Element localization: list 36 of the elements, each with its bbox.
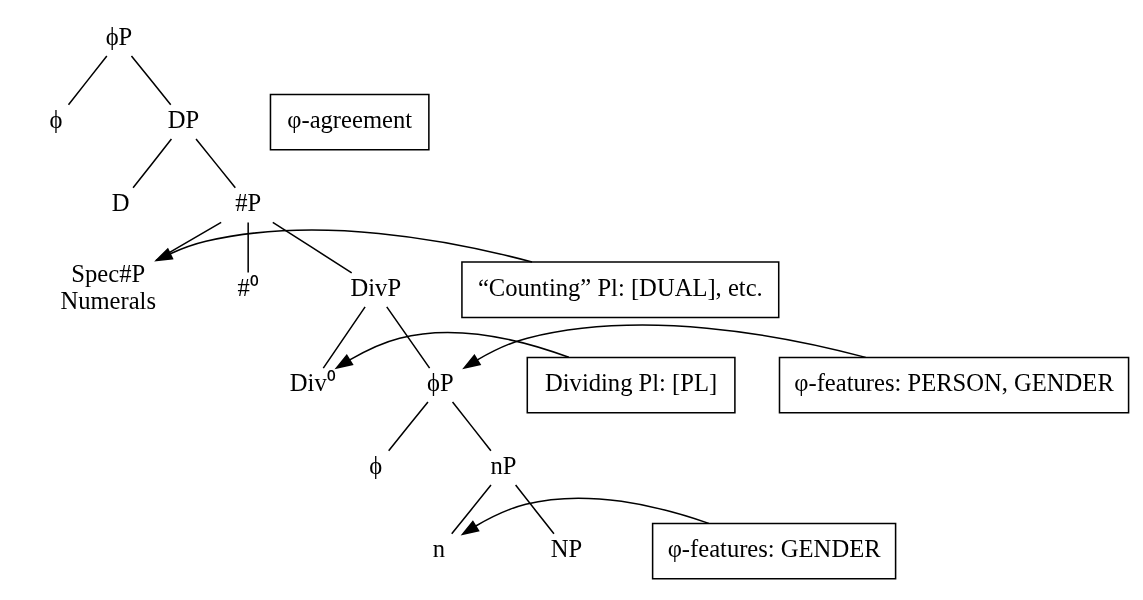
node-box: “Counting” Pl: [DUAL], etc. — [461, 260, 780, 318]
node-text: #⁰ — [237, 273, 259, 301]
connector — [514, 483, 555, 534]
connector — [322, 305, 366, 369]
connector — [386, 305, 431, 369]
node-text: ϕ — [49, 105, 63, 133]
node-text: D — [111, 188, 130, 216]
connector — [450, 483, 492, 534]
connector — [195, 137, 237, 188]
node-text: ϕ — [369, 451, 383, 479]
connector — [451, 400, 492, 451]
node-text: NP — [550, 534, 583, 562]
node-box: φ-agreement — [269, 93, 430, 151]
node-text: DP — [167, 105, 200, 133]
connector — [272, 221, 353, 274]
node-text: Div⁰ — [289, 368, 336, 396]
node-text: nP — [490, 451, 517, 479]
node-box: Dividing Pl: [PL] — [526, 356, 736, 414]
connector — [247, 221, 249, 273]
connector — [155, 221, 222, 261]
arrow — [154, 228, 533, 263]
node-box: φ-features: GENDER — [651, 522, 897, 580]
connector — [132, 137, 173, 188]
node-text: Spec#P Numerals — [60, 259, 157, 314]
arrow — [460, 496, 710, 535]
node-text: ϕP — [427, 368, 454, 396]
connector — [387, 400, 429, 451]
arrow — [334, 331, 570, 369]
connector — [67, 54, 108, 105]
node-text: ϕP — [105, 22, 133, 50]
node-text: DivP — [350, 273, 402, 301]
node-box: φ-features: PERSON, GENDER — [778, 356, 1130, 414]
node-text: #P — [235, 188, 262, 216]
arrow — [462, 323, 867, 369]
connector — [130, 54, 172, 105]
node-text: n — [432, 534, 446, 562]
